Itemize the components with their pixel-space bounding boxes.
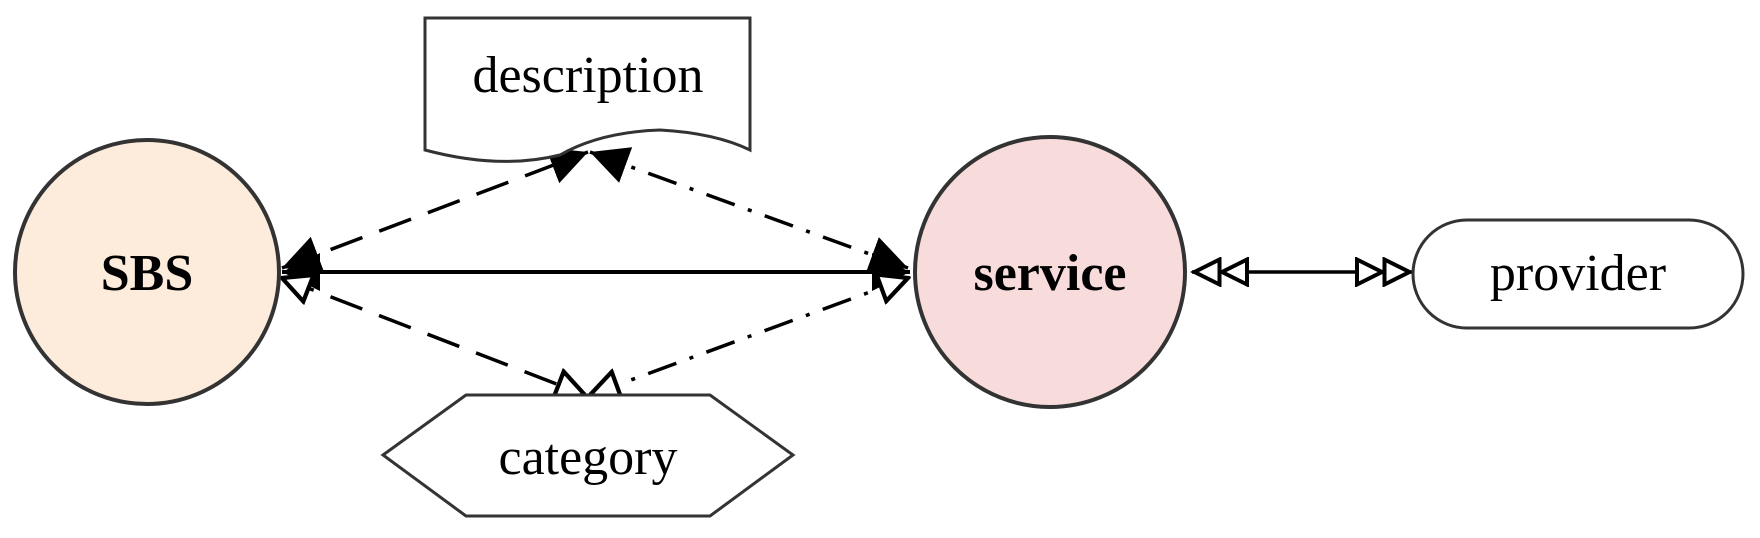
- node-service-shape: [913, 135, 1187, 409]
- node-description-shape: [423, 16, 752, 163]
- node-provider-label: provider: [1490, 245, 1666, 302]
- node-sbs-label: SBS: [101, 245, 194, 302]
- node-description-label: description: [472, 47, 703, 104]
- edge-sbs-category: [282, 278, 585, 395]
- edge-category-service: [590, 278, 908, 395]
- node-category-shape: [380, 393, 796, 518]
- node-provider: provider: [1411, 218, 1745, 330]
- edges: [281, 147, 1412, 395]
- edge-sbs-description: [281, 147, 589, 273]
- node-provider-shape: [1411, 218, 1745, 330]
- node-sbs: SBS: [13, 138, 281, 406]
- node-service: service: [913, 135, 1187, 409]
- node-sbs-shape: [13, 138, 281, 406]
- node-category: category: [380, 393, 796, 518]
- node-service-label: service: [973, 245, 1126, 302]
- node-description: description: [423, 16, 752, 163]
- node-category-label: category: [498, 429, 677, 486]
- edge-description-service: [589, 147, 909, 273]
